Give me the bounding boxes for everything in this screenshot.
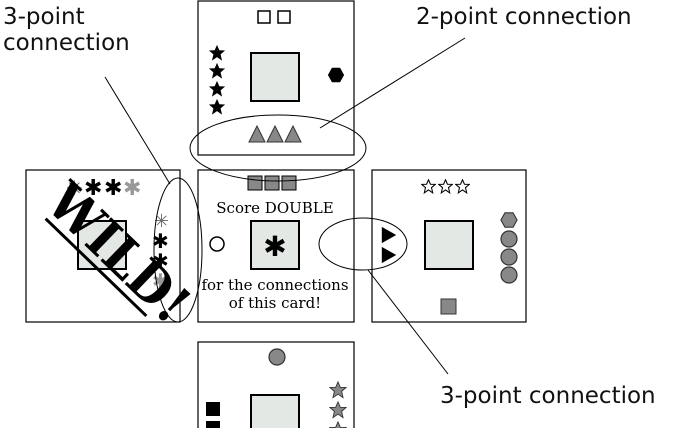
asterisk-icon: ✱: [104, 176, 122, 201]
square-icon: [264, 175, 280, 191]
asterisk-icon: ✳: [66, 176, 83, 200]
wild-underline: [44, 217, 148, 318]
leader-line: [319, 37, 466, 129]
asterisk-icon: ✱: [263, 230, 286, 263]
square-icon: [281, 175, 297, 191]
card-center-square: [250, 394, 300, 428]
annotation-2-point: 2-point connection: [416, 4, 632, 30]
square-icon: [206, 421, 220, 428]
circle-icon: [500, 248, 518, 266]
two-point-ellipse: [189, 114, 367, 182]
card-center-square: [250, 220, 300, 270]
triangle-icon: [284, 124, 302, 143]
square-icon: [440, 298, 457, 315]
circle-icon: [268, 348, 286, 366]
triangle-icon: [266, 124, 284, 143]
score-double-text: Score DOUBLE: [216, 199, 333, 217]
card-right: [371, 169, 527, 323]
asterisk-icon: ✱: [152, 229, 169, 253]
annotation-3-point-top-line1: 3-point: [3, 4, 85, 30]
square-icon: [247, 175, 263, 191]
hexagon-icon: [500, 212, 518, 228]
open-square-icon: [257, 10, 271, 24]
leader-line: [104, 76, 171, 185]
card-center-square: [250, 52, 300, 102]
asterisk-icon: ✱: [152, 249, 169, 273]
card-top: [197, 0, 355, 156]
card-center: Score DOUBLE ✱ for the connections of th…: [197, 169, 355, 323]
asterisk-icon: ✱: [123, 176, 141, 201]
leader-line: [367, 269, 449, 375]
circle-icon: [500, 266, 518, 284]
card-left: ✳ ✱ ✱ ✱ ✳ ✱ ✱ ✱ WILD!: [25, 169, 202, 335]
open-square-icon: [277, 10, 291, 24]
square-icon: [206, 402, 220, 416]
annotation-3-point-top-line2: connection: [3, 30, 130, 56]
circle-icon: [500, 230, 518, 248]
triangle-icon: [248, 124, 266, 143]
annotation-3-point-bottom: 3-point connection: [440, 383, 656, 409]
connections-text: for the connections: [201, 276, 348, 294]
asterisk-icon: ✱: [84, 176, 102, 201]
three-point-left-ellipse: [153, 177, 203, 323]
three-point-right-ellipse: [318, 217, 408, 271]
asterisk-icon: ✱: [152, 269, 169, 293]
card-center-square: [424, 220, 474, 270]
circle-icon: [209, 236, 225, 252]
card-bottom: [197, 341, 355, 428]
asterisk-icon: ✳: [154, 211, 169, 232]
card-text: of this card!: [229, 294, 321, 312]
card-center-square: [77, 220, 127, 270]
